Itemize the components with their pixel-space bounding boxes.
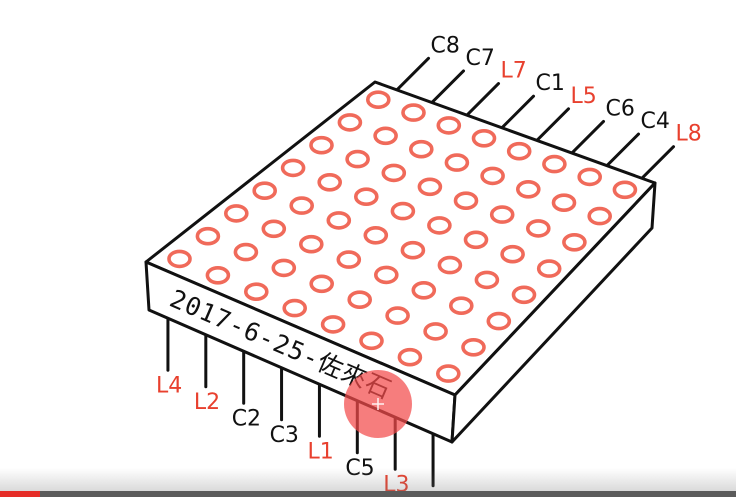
led-dot (271, 258, 297, 278)
video-progress-bar[interactable] (0, 491, 736, 497)
led-dot (243, 282, 269, 302)
led-dot (280, 158, 306, 178)
led-dot (397, 347, 423, 367)
top-pin-c6 (566, 119, 605, 159)
cursor-icon (372, 398, 384, 410)
led-dot (417, 177, 443, 197)
top-pin-label: C7 (466, 46, 495, 71)
led-dot (320, 315, 346, 334)
led-dot (400, 240, 426, 260)
led-dot (587, 206, 613, 226)
led-dot (463, 230, 489, 250)
led-dot (489, 205, 515, 224)
bottom-pin-label: C5 (345, 456, 374, 481)
top-pin-l7 (461, 82, 500, 122)
top-pin-c4 (601, 132, 640, 172)
led-dot (309, 274, 335, 294)
led-dot (453, 191, 479, 210)
led-dot (309, 135, 334, 155)
led-dot (224, 204, 249, 223)
led-dot (427, 216, 452, 235)
led-dot (252, 181, 278, 200)
led-dot (480, 166, 505, 186)
bottom-pin-label: C2 (232, 406, 261, 431)
led-dot (461, 337, 486, 357)
top-pin-label: C4 (641, 109, 670, 134)
led-dot (336, 250, 362, 269)
led-dot (551, 193, 577, 212)
led-dot (444, 153, 470, 172)
led-dot (167, 249, 192, 269)
led-dot (345, 149, 370, 169)
led-dot (347, 290, 373, 310)
led-dot (511, 285, 537, 305)
top-pin-l5 (531, 107, 570, 147)
top-pin-label: L5 (571, 84, 597, 109)
led-dot (365, 90, 391, 109)
led-dot (486, 311, 512, 331)
led-dot (562, 233, 587, 252)
led-dot (423, 322, 448, 341)
led-dot (471, 129, 497, 148)
top-pin-c1 (496, 94, 535, 134)
top-pin-c8 (391, 56, 430, 96)
led-grid (167, 90, 638, 383)
led-dot (317, 173, 343, 192)
led-dot (577, 167, 603, 187)
led-dot (536, 259, 562, 278)
bottom-pin-label: L4 (156, 373, 182, 398)
led-dot (261, 219, 287, 239)
top-pin-label: C8 (431, 33, 460, 58)
led-dot (373, 265, 399, 285)
led-dot (411, 280, 437, 300)
top-pin-l8 (636, 145, 675, 185)
led-dot (359, 331, 384, 351)
led-dot (282, 298, 308, 318)
led-dot (542, 154, 567, 174)
led-dot (353, 187, 379, 206)
led-dot (381, 163, 407, 183)
module-top-face (144, 80, 657, 397)
led-dot (298, 234, 324, 254)
led-dot (408, 139, 434, 159)
led-dot (289, 196, 315, 215)
top-pin-label: C1 (536, 71, 565, 96)
led-dot (233, 242, 259, 262)
led-dot (436, 116, 462, 135)
module-side-face (450, 181, 657, 444)
led-dot (363, 226, 389, 245)
led-dot (525, 219, 551, 238)
led-dot (401, 103, 426, 122)
led-dot (435, 364, 461, 383)
led-dot (326, 211, 352, 230)
led-dot (437, 255, 463, 275)
led-dot (385, 306, 410, 325)
led-dot (474, 270, 500, 290)
led-dot (506, 141, 532, 161)
led-dot (515, 180, 541, 199)
bottom-pin-label: L1 (307, 439, 333, 464)
led-dot (448, 296, 474, 316)
led-dot (500, 244, 525, 264)
top-pin-label: L8 (676, 122, 702, 147)
video-progress-played (0, 491, 40, 497)
led-dot (373, 126, 398, 146)
led-dot (337, 113, 363, 132)
led-dot (195, 226, 221, 246)
led-dot (390, 201, 416, 221)
bottom-pin-label: L2 (194, 390, 220, 415)
top-pin-label: C6 (606, 96, 635, 121)
led-dot (205, 265, 231, 285)
top-pin-c7 (426, 69, 465, 109)
led-dot (612, 180, 638, 200)
bottom-pin-label: C3 (270, 423, 299, 448)
top-pin-label: L7 (501, 59, 527, 84)
